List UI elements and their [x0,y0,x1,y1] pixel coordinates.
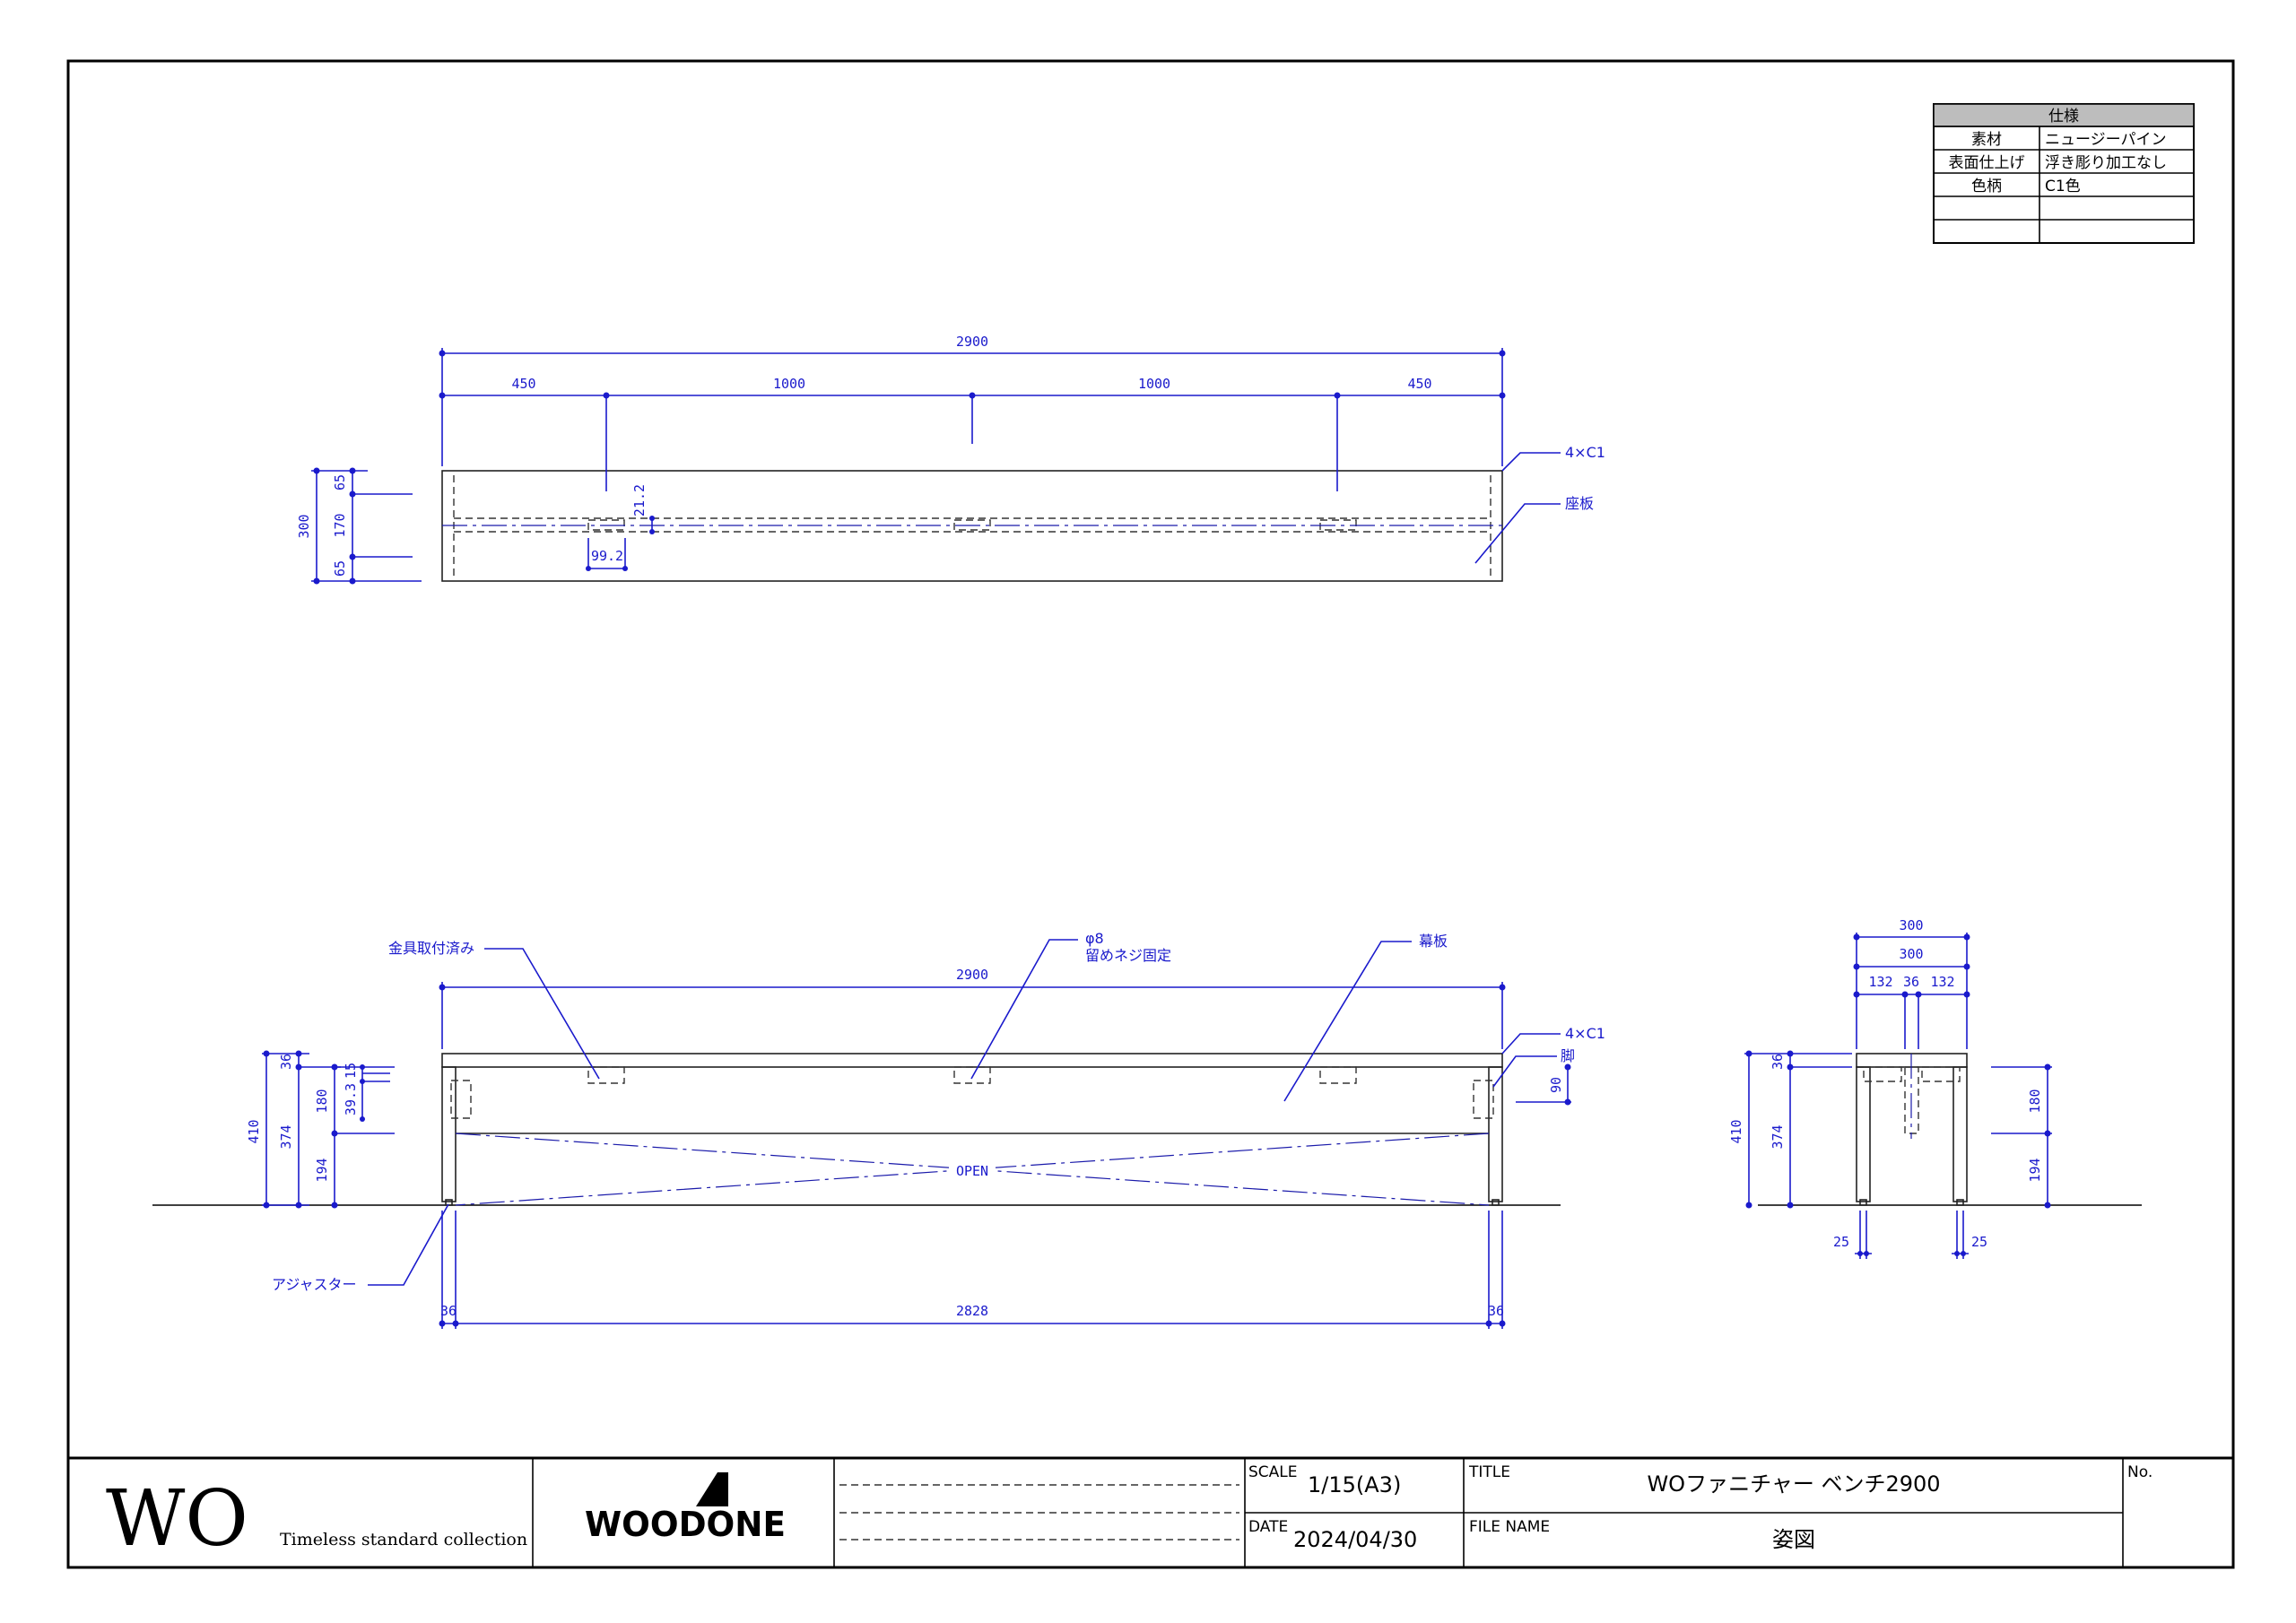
side-view: 300 300 132 36 132 410 36 374 180 194 [1728,917,2052,1259]
spec-value-finish: 浮き彫り加工なし [2045,154,2167,172]
brand-mark: WO [106,1474,248,1564]
side-height-leg: 374 [1770,1124,1786,1149]
front-seat-board [441,1053,1503,1068]
side-leg-left [1856,1066,1871,1202]
spec-label-color: 色柄 [1971,178,2002,195]
front-screw-label-1: φ8 [1085,930,1104,947]
front-overall-width: 2900 [956,967,988,983]
side-part-3: 132 [1930,974,1954,990]
number-label: No. [2127,1463,2152,1481]
top-seat-label: 座板 [1565,495,1594,512]
top-depth-part-1: 65 [332,474,348,490]
spec-value-color: C1色 [2045,178,2081,195]
front-height-seat: 36 [278,1054,294,1070]
svg-text:WOODONE: WOODONE [585,1505,786,1544]
front-view: OPEN 2900 36 2828 36 410 [152,930,2142,1329]
front-screw-label-2: 留めネジ固定 [1085,947,1171,964]
front-clearance: 194 [314,1158,330,1182]
front-apron-label: 幕板 [1419,933,1448,950]
date-label: DATE [1248,1518,1288,1536]
front-leg-detail: 90 [1548,1077,1564,1093]
front-apron-height: 180 [314,1089,330,1113]
side-adjuster-right: 25 [1971,1234,1987,1250]
spec-value-material: ニュージーパイン [2045,131,2167,149]
title-value: WOファニチャー ベンチ2900 [1647,1471,1940,1497]
front-leg-right [1488,1066,1503,1202]
front-apron-top: 15 [343,1063,359,1079]
top-chamfer-label: 4×C1 [1565,444,1605,461]
file-name-value: 姿図 [1772,1527,1815,1552]
spec-table: 仕様 素材 ニュージーパイン 表面仕上げ 浮き彫り加工なし 色柄 C1色 [1933,103,2195,244]
front-height-total: 410 [246,1119,262,1143]
brand-tagline: Timeless standard collection [280,1530,527,1549]
front-apron-hole: 39.3 [343,1083,359,1115]
top-segment-3: 1000 [1138,376,1170,392]
top-hole-spacing: 99.2 [591,548,623,564]
top-segment-2: 1000 [773,376,805,392]
front-bracket-label: 金具取付済み [388,940,474,957]
front-leg-left-width: 36 [440,1303,457,1319]
front-adjuster-label: アジャスター [272,1276,357,1293]
top-overall-width: 2900 [956,334,988,350]
front-leg-left [441,1066,457,1202]
top-segment-4: 450 [1407,376,1431,392]
top-view: 2900 450 1000 1000 450 300 65 170 65 21.… [296,334,1605,585]
front-open-label: OPEN [956,1163,988,1179]
side-leg-right [1952,1066,1968,1202]
side-clearance: 194 [2027,1158,2043,1182]
title-label: TITLE [1468,1463,1510,1481]
front-height-leg: 374 [278,1124,294,1149]
side-width-inner: 300 [1899,946,1923,962]
date-value: 2024/04/30 [1293,1527,1417,1552]
spec-label-finish: 表面仕上げ [1949,154,2025,172]
side-part-1: 132 [1868,974,1892,990]
top-depth-part-3: 65 [332,560,348,577]
front-inner-width: 2828 [956,1303,988,1319]
drawing-frame [66,59,2235,1569]
top-depth-part-2: 170 [332,513,348,537]
front-leg-label: 脚 [1561,1047,1575,1064]
file-name-label: FILE NAME [1469,1518,1550,1536]
front-chamfer-label: 4×C1 [1565,1025,1605,1042]
title-block: WO Timeless standard collection WOODONE … [68,1456,2233,1567]
side-height-total: 410 [1728,1119,1744,1143]
side-part-2: 36 [1903,974,1919,990]
woodone-logo: WOODONE [585,1472,786,1544]
scale-label: SCALE [1248,1463,1298,1481]
top-depth-total: 300 [296,514,312,538]
side-apron-height: 180 [2027,1089,2043,1113]
side-height-seat: 36 [1770,1054,1786,1070]
scale-value: 1/15(A3) [1308,1472,1401,1497]
spec-label-material: 素材 [1971,131,2002,149]
front-leg-right-width: 36 [1488,1303,1504,1319]
side-adjuster-left: 25 [1833,1234,1849,1250]
spec-table-header: 仕様 [2048,108,2079,126]
side-width-outer: 300 [1899,917,1923,933]
top-segment-1: 450 [511,376,535,392]
top-hole-offset: 21.2 [631,484,648,516]
